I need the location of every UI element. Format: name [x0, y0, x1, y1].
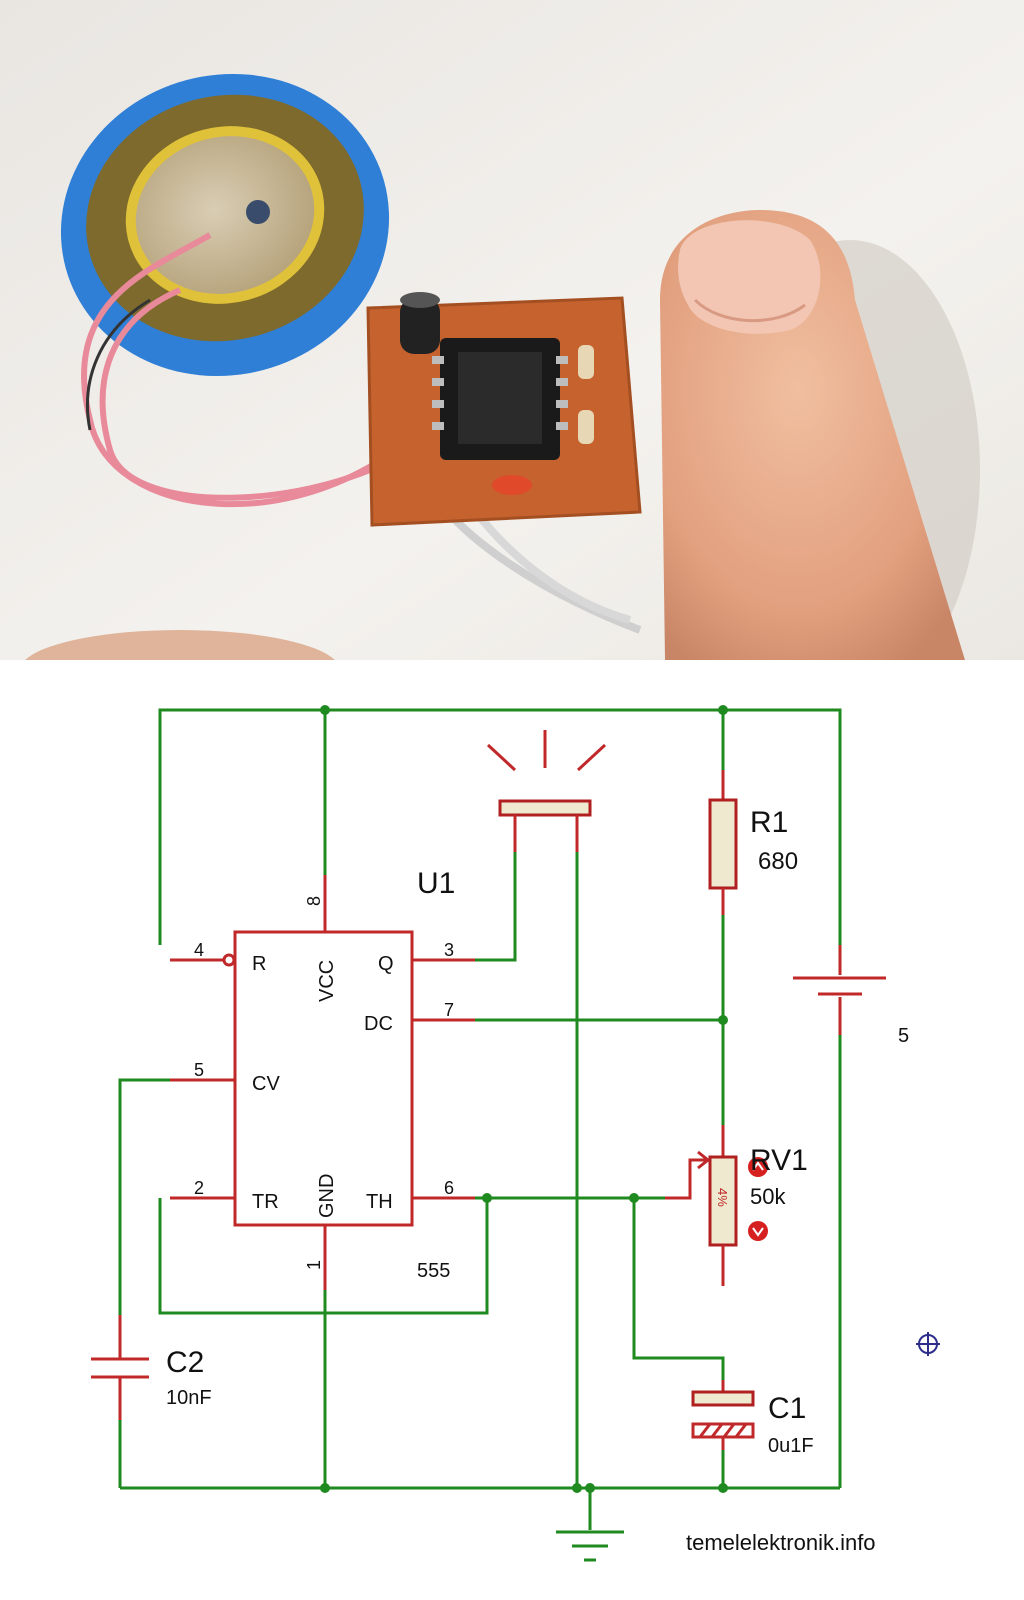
pin-name-vcc: VCC [316, 960, 338, 1002]
finger [660, 210, 965, 660]
c1-ref: C1 [768, 1392, 806, 1425]
pin-number-8: 8 [304, 896, 324, 906]
pin-number-3: 3 [444, 940, 454, 960]
rv1-increment-icon[interactable] [748, 1157, 768, 1177]
pcb-board [366, 292, 642, 527]
resistor-r1 [708, 770, 738, 915]
buzzer-symbol [486, 730, 607, 852]
rv1-position: 4% [715, 1188, 730, 1207]
u1-value: 555 [417, 1260, 450, 1282]
wires [118, 708, 842, 1530]
rv1-value: 50k [750, 1184, 786, 1209]
pin-number-1: 1 [304, 1260, 324, 1270]
rv1-decrement-icon[interactable] [748, 1221, 768, 1241]
ground-symbol [556, 1530, 624, 1562]
pin-number-5: 5 [194, 1060, 204, 1080]
battery-value: 5 [898, 1025, 909, 1047]
potentiometer-rv1: 4% [665, 1125, 738, 1286]
battery-symbol [793, 945, 886, 1035]
pin-name-dc: DC [364, 1013, 393, 1035]
r1-ref: R1 [750, 806, 788, 839]
pin-number-6: 6 [444, 1178, 454, 1198]
c2-ref: C2 [166, 1346, 204, 1379]
capacitor-c1 [691, 1380, 755, 1450]
pin-name-tr: TR [252, 1191, 279, 1213]
pin-name-gnd: GND [316, 1174, 338, 1218]
pin-name-th: TH [366, 1191, 393, 1213]
circuit-photo [0, 0, 1024, 660]
capacitor-c2 [91, 1315, 149, 1420]
pin-number-2: 2 [194, 1178, 204, 1198]
piezo-buzzer [60, 73, 390, 377]
pin-number-4: 4 [194, 940, 204, 960]
schematic-diagram: U1 555 4 5 2 3 7 6 8 1 R CV TR Q DC TH V… [91, 705, 940, 1562]
c2-value: 10nF [166, 1387, 212, 1409]
ic-555 [170, 875, 475, 1290]
u1-ref: U1 [417, 867, 455, 900]
pin-name-q: Q [378, 953, 394, 975]
origin-marker-icon [916, 1332, 940, 1356]
c1-value: 0u1F [768, 1435, 814, 1457]
r1-value: 680 [758, 848, 798, 875]
pin-name-cv: CV [252, 1073, 280, 1095]
watermark: temelelektronik.info [686, 1530, 876, 1555]
pin-number-7: 7 [444, 1000, 454, 1020]
rv1-ref: RV1 [750, 1144, 808, 1177]
pin-name-r: R [252, 953, 266, 975]
junction-dots [320, 705, 728, 1493]
